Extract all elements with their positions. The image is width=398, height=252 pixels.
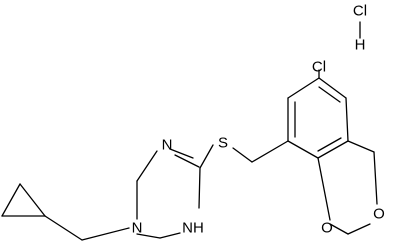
cyclopropylmethyl [1, 183, 130, 241]
ring-nitrogen-top-label: N [162, 137, 173, 154]
hcl-hydrogen-label: H [355, 37, 366, 54]
ring-nitrogen-bottom-label: N [132, 220, 143, 237]
triazine-ring [136, 144, 214, 239]
bond-ch2-s [232, 147, 253, 163]
benzene-ring [287, 77, 349, 159]
hcl-chlorine-label: Cl [353, 3, 367, 20]
oxygen-right-label: O [373, 206, 385, 223]
bond-aryl-ch2 [251, 140, 289, 163]
ring-nh-label: NH [182, 220, 204, 237]
dioxane-ring [317, 140, 378, 235]
sulfur-label: S [218, 135, 228, 152]
aryl-chlorine-label: Cl [312, 59, 326, 76]
oxygen-left-label: O [321, 220, 333, 237]
